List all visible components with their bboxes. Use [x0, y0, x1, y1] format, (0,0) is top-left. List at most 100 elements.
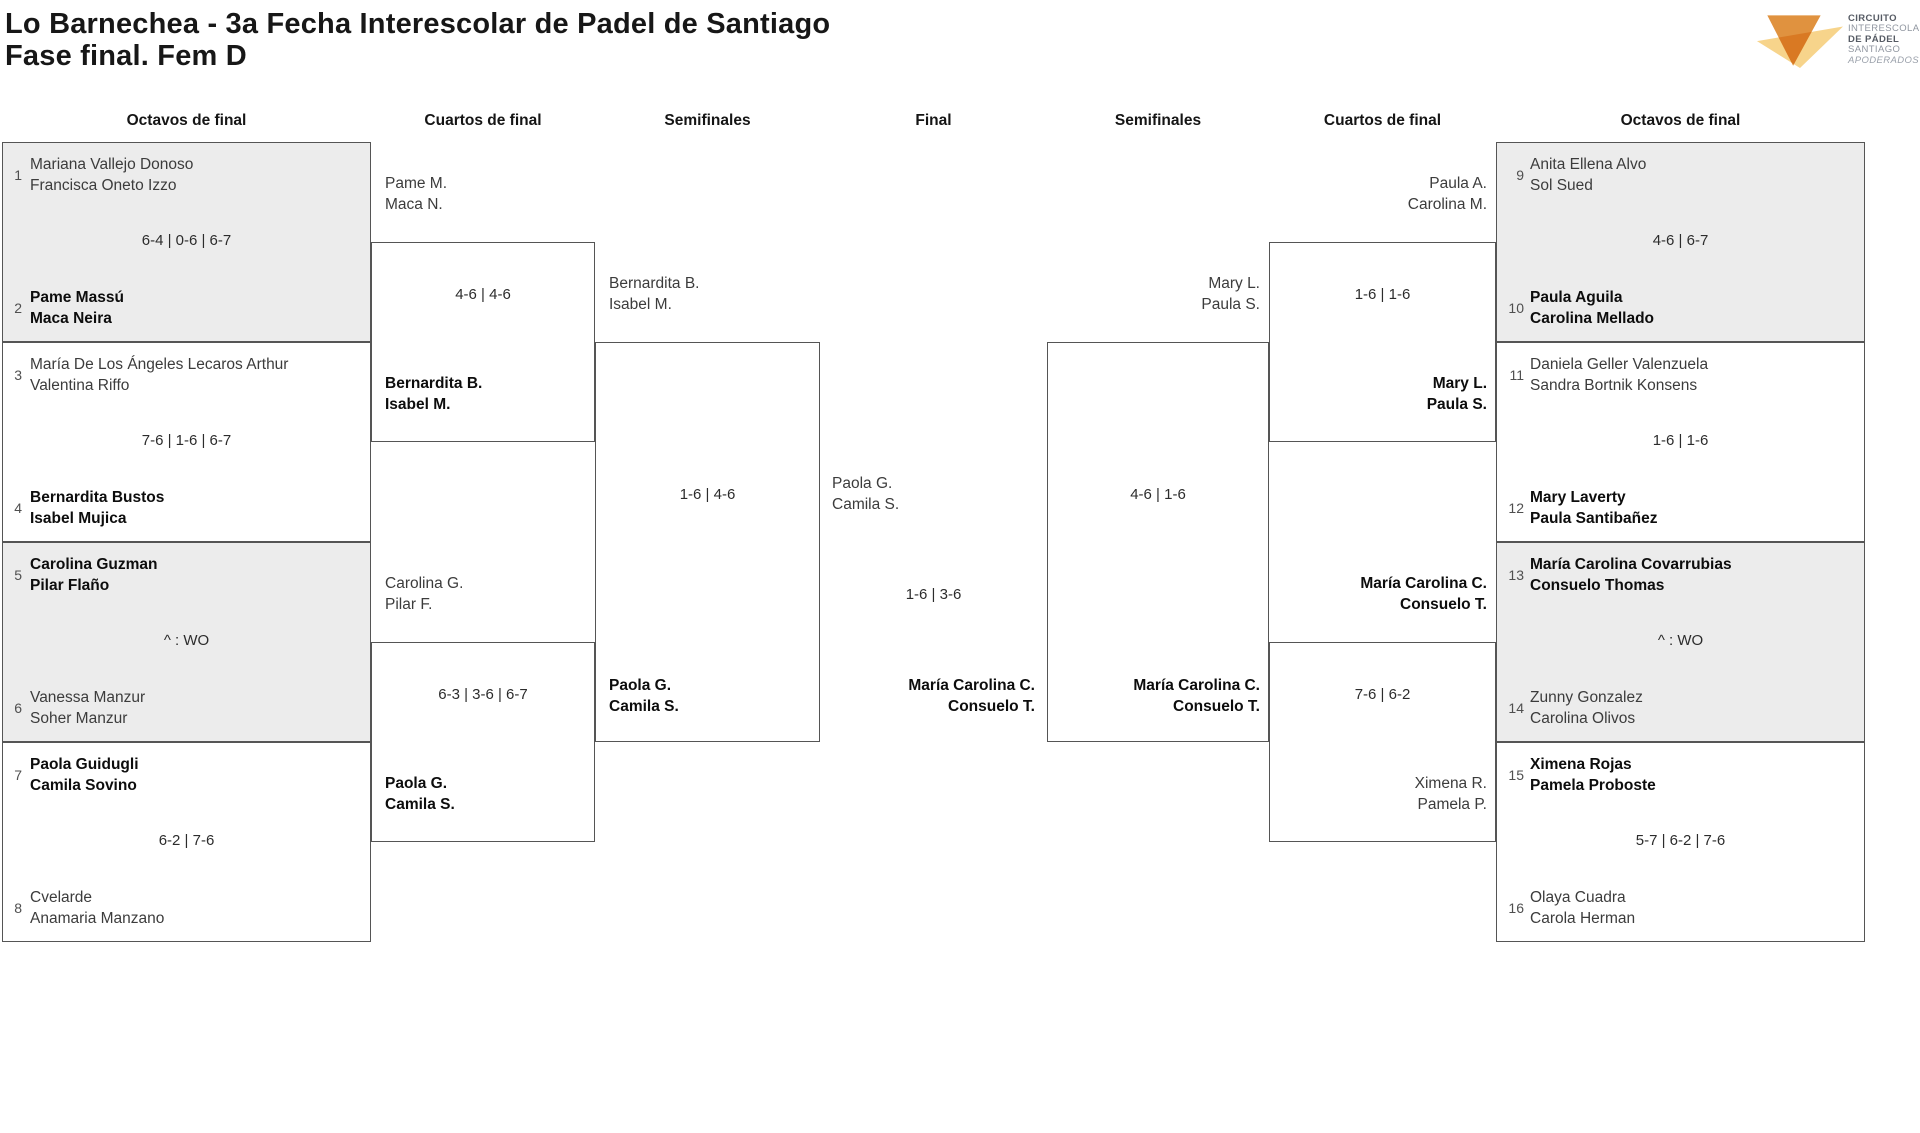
match-score: 1-6 | 1-6: [1354, 286, 1411, 303]
team-name: Olaya Cuadra: [1530, 889, 1626, 906]
team-name-winner: Pame Massú: [30, 289, 124, 306]
logo-line-circuito: CIRCUITO: [1848, 13, 1897, 24]
team-name-winner: Consuelo T.: [1400, 596, 1487, 613]
team-name-winner: Camila Sovino: [30, 777, 137, 794]
team-name-winner: Paula S.: [1426, 396, 1487, 413]
final-score: 1-6 | 3-6: [905, 586, 962, 603]
match-score: 7-6 | 6-2: [1354, 686, 1411, 703]
seed-2: 2: [14, 300, 22, 316]
logo-line-de-padel: DE PÁDEL: [1848, 33, 1900, 45]
match-box-ol-4: [2, 742, 371, 942]
seed-10: 10: [1508, 300, 1524, 316]
seed-16: 16: [1508, 900, 1524, 916]
team-name-winner: Consuelo Thomas: [1530, 577, 1665, 594]
seed-4: 4: [14, 500, 22, 516]
team-name: Paula S.: [1201, 296, 1260, 313]
team-name: Sandra Bortnik Konsens: [1530, 377, 1698, 394]
team-name-winner: Bernardita B.: [385, 375, 483, 392]
team-name-winner: María Carolina C.: [1360, 575, 1487, 592]
match-box-ol-3: [2, 542, 371, 742]
round-header-cuartos-right: Cuartos de final: [1323, 112, 1442, 129]
team-name: Carolina M.: [1407, 196, 1487, 213]
match-score-walkover: ^ : WO: [163, 632, 210, 649]
team-name: Mariana Vallejo Donoso: [30, 156, 194, 173]
team-name: Daniela Geller Valenzuela: [1530, 356, 1709, 373]
team-name: Soher Manzur: [30, 710, 128, 727]
team-name: Cvelarde: [30, 889, 93, 906]
round-header-octavos-right: Octavos de final: [1620, 112, 1741, 129]
team-name: Camila S.: [832, 496, 900, 513]
team-name: Paula A.: [1429, 175, 1487, 192]
match-box-sl: [595, 342, 820, 742]
team-name: María De Los Ángeles Lecaros Arthur: [30, 356, 289, 373]
team-name: Anita Ellena Alvo: [1530, 156, 1647, 173]
team-name-winner: Paula Santibañez: [1530, 510, 1658, 527]
round-header-semis-right: Semifinales: [1114, 112, 1202, 129]
match-score: 5-7 | 6-2 | 7-6: [1635, 832, 1726, 849]
team-name: Carolina G.: [385, 575, 464, 592]
logo-line-interescolar: INTERESCOLAR: [1848, 23, 1920, 35]
seed-14: 14: [1508, 700, 1524, 716]
team-name-winner: Isabel Mujica: [30, 510, 127, 527]
team-name-winner: Maca Neira: [30, 310, 112, 327]
seed-6: 6: [14, 700, 22, 716]
team-name-winner: Camila S.: [385, 796, 455, 813]
team-name: Pamela P.: [1417, 796, 1487, 813]
team-name-winner: Ximena Rojas: [1530, 756, 1632, 773]
team-name-winner: Mary Laverty: [1530, 489, 1626, 506]
team-name: Isabel M.: [609, 296, 672, 313]
seed-7: 7: [14, 767, 22, 783]
champion-team-name: María Carolina C.: [908, 677, 1035, 694]
circuito-logo-text: CIRCUITO INTERESCOLAR DE PÁDEL SANTIAGO …: [1848, 13, 1920, 66]
match-score: 7-6 | 1-6 | 6-7: [141, 432, 232, 449]
match-box-or-2: [1496, 342, 1865, 542]
seed-15: 15: [1508, 767, 1524, 783]
match-score: 1-6 | 4-6: [679, 486, 736, 503]
team-name: Mary L.: [1208, 275, 1260, 292]
team-name-winner: María Carolina C.: [1133, 677, 1260, 694]
match-box-ol-1: [2, 142, 371, 342]
team-name-winner: Consuelo T.: [1173, 698, 1260, 715]
logo-line-santiago: SANTIAGO: [1848, 44, 1901, 56]
match-box-or-1: [1496, 142, 1865, 342]
match-box-qr-2: [1269, 642, 1496, 842]
seed-9: 9: [1516, 167, 1524, 183]
match-score: 4-6 | 6-7: [1652, 232, 1709, 249]
match-box-qr-1: [1269, 242, 1496, 442]
team-name-winner: Camila S.: [609, 698, 679, 715]
match-score: 4-6 | 1-6: [1130, 486, 1186, 503]
seed-13: 13: [1508, 567, 1524, 583]
team-name: Bernardita B.: [609, 275, 700, 292]
round-header-cuartos-left: Cuartos de final: [424, 112, 542, 129]
team-name-winner: Pilar Flaño: [30, 577, 110, 594]
team-name: Sol Sued: [1530, 177, 1593, 194]
team-name: Maca N.: [385, 196, 443, 213]
team-name-winner: Bernardita Bustos: [30, 489, 165, 506]
team-name-winner: Paola G.: [385, 775, 448, 792]
team-name-winner: Paola Guidugli: [30, 756, 139, 773]
team-name-winner: Mary L.: [1432, 375, 1487, 392]
team-name: Pame M.: [385, 175, 448, 192]
seed-1: 1: [14, 167, 22, 183]
team-name-winner: Pamela Proboste: [1530, 777, 1656, 794]
team-name: Zunny Gonzalez: [1530, 689, 1643, 706]
match-score: 6-2 | 7-6: [158, 832, 215, 849]
team-name: Ximena R.: [1414, 775, 1487, 792]
team-name: Carolina Olivos: [1530, 710, 1636, 727]
team-name-winner: Carolina Mellado: [1530, 310, 1655, 327]
match-score: 6-3 | 3-6 | 6-7: [438, 686, 528, 703]
match-score-walkover: ^ : WO: [1657, 632, 1704, 649]
seed-3: 3: [14, 367, 22, 383]
match-box-ol-2: [2, 342, 371, 542]
team-name: Pilar F.: [385, 596, 433, 613]
champion-team-name: Consuelo T.: [948, 698, 1035, 715]
match-score: 4-6 | 4-6: [455, 286, 511, 303]
page-title-line1: Lo Barnechea - 3a Fecha Interescolar de …: [5, 8, 831, 40]
round-header-semis-left: Semifinales: [664, 112, 751, 129]
team-name: Carola Herman: [1530, 910, 1636, 927]
round-header-octavos-left: Octavos de final: [126, 112, 247, 129]
team-name: Vanessa Manzur: [30, 689, 146, 706]
match-box-or-4: [1496, 742, 1865, 942]
team-name-winner: Isabel M.: [385, 396, 451, 413]
